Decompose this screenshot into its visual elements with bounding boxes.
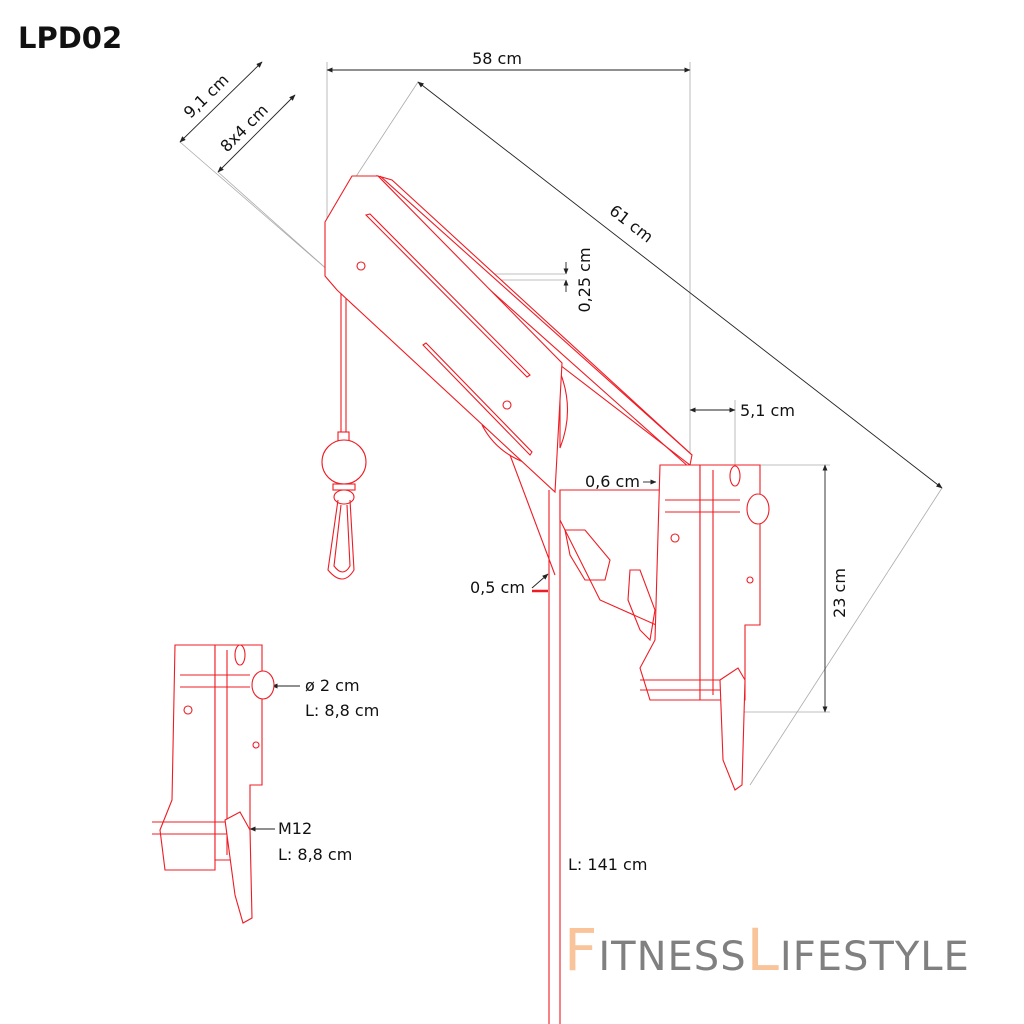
- dim-bracket-thickness: 0,6 cm: [585, 472, 640, 491]
- dim-width-total: 58 cm: [472, 49, 522, 68]
- dim-cable-length: L: 141 cm: [568, 855, 647, 874]
- handle-ball: [321, 431, 367, 580]
- product-title: LPD02: [18, 21, 122, 55]
- dim-tube-size: 8x4 cm: [216, 100, 271, 155]
- bolt-size: M12: [278, 819, 312, 838]
- pin-diameter: ø 2 cm: [305, 676, 360, 695]
- dim-plate-thickness: 0,25 cm: [575, 247, 594, 312]
- bolt-length: L: 8,8 cm: [278, 845, 352, 864]
- dim-offset: 5,1 cm: [740, 401, 795, 420]
- pin-length: L: 8,8 cm: [305, 701, 379, 720]
- cable: [340, 290, 561, 1024]
- bracket-detail: [152, 644, 275, 924]
- dim-arm-length: 61 cm: [606, 201, 657, 247]
- arm-assembly: [324, 174, 693, 642]
- wall-bracket: [639, 464, 770, 791]
- dim-outer-width: 9,1 cm: [180, 70, 233, 122]
- dim-bracket-height: 23 cm: [830, 568, 849, 618]
- svg-text:FITNESSLIFESTYLE: FITNESSLIFESTYLE: [564, 916, 970, 984]
- dim-cable-diameter: 0,5 cm: [470, 578, 525, 597]
- dimension-lines: [179, 61, 943, 832]
- brand-logo: FITNESSLIFESTYLE: [564, 916, 970, 984]
